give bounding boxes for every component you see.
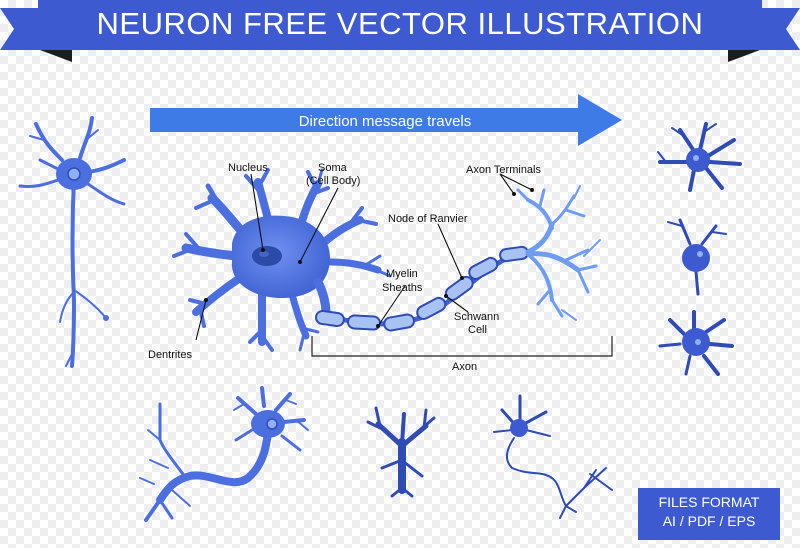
header-banner: NEURON FREE VECTOR ILLUSTRATION: [0, 0, 800, 62]
neuron-bottom-left: [139, 386, 309, 522]
label-axon: Axon: [452, 361, 477, 373]
files-format-line1: FILES FORMAT: [659, 494, 760, 510]
label-node-of-ranvier: Node of Ranvier: [388, 213, 468, 225]
label-nucleus: Nucleus: [228, 162, 268, 174]
axon-bracket: [311, 336, 613, 357]
label-soma: Soma: [318, 162, 348, 174]
banner-body: [38, 0, 762, 50]
neuron-bottom-left-nucleus: [266, 418, 278, 430]
label-schwann: Schwann: [454, 311, 499, 323]
banner-right-fold: [728, 50, 760, 62]
neuron-bottom-wavy-body: [510, 419, 528, 437]
neuron-right-round-nucleus: [697, 251, 703, 257]
neuron-right-bottom-nucleus: [695, 339, 701, 345]
files-format-line2: AI / PDF / EPS: [663, 513, 756, 529]
leader-dots: [204, 188, 534, 328]
label-axon-terminals: Axon Terminals: [466, 164, 541, 176]
neuron-left-tall: [18, 116, 126, 368]
neuron-left-tall-terminal: [103, 315, 109, 321]
neuron-right-star-nucleus: [693, 155, 699, 161]
direction-arrow: Direction message travels: [150, 94, 622, 146]
banner-left-tail: [0, 8, 40, 50]
main-neuron: [172, 168, 613, 357]
banner-left-fold: [40, 50, 72, 62]
neuron-bottom-tree: [366, 406, 436, 498]
label-myelin: Myelin: [386, 268, 418, 280]
neuron-left-tall-nucleus: [67, 167, 81, 181]
axon-hillock: [313, 277, 331, 319]
label-cell: Cell: [468, 324, 487, 336]
nucleolus: [259, 251, 269, 257]
leader-lines: [195, 173, 533, 341]
neuron-right-round: [667, 218, 727, 296]
neuron-right-bottom: [658, 310, 734, 376]
files-format-badge: FILES FORMAT AI / PDF / EPS: [638, 488, 780, 540]
banner-right-tail: [760, 8, 800, 50]
axon-terminals: [516, 185, 601, 321]
diagram-labels: Nucleus Soma (Cell Body) Node of Ranvier…: [148, 162, 541, 373]
neuron-bottom-wavy: [493, 394, 613, 519]
page-title: NEURON FREE VECTOR ILLUSTRATION: [97, 6, 704, 41]
label-soma-sub: (Cell Body): [306, 175, 360, 187]
direction-label: Direction message travels: [299, 113, 472, 130]
neuron-right-round-body: [682, 244, 710, 272]
label-dentrites: Dentrites: [148, 349, 193, 361]
label-sheaths: Sheaths: [382, 282, 423, 294]
